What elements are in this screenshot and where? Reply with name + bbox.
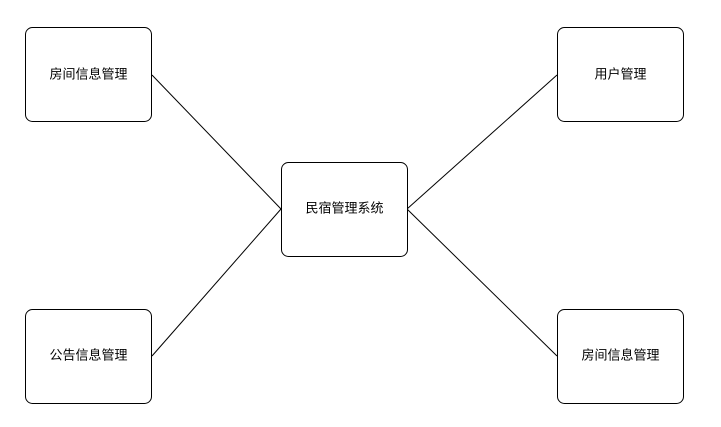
- node-label: 用户管理: [594, 67, 646, 83]
- node-label: 公告信息管理: [49, 348, 127, 364]
- node-announcement-management: 公告信息管理: [25, 309, 152, 404]
- edge-center-top-right: [406, 74, 558, 210]
- node-homestay-management-system: 民宿管理系统: [281, 162, 408, 257]
- node-label: 民宿管理系统: [305, 201, 383, 217]
- edge-center-top-left: [151, 74, 282, 210]
- node-label: 房间信息管理: [49, 67, 127, 83]
- node-user-management: 用户管理: [557, 27, 684, 122]
- node-room-info-management-left: 房间信息管理: [25, 27, 152, 122]
- node-label: 房间信息管理: [581, 348, 659, 364]
- node-room-info-management-right: 房间信息管理: [557, 309, 684, 404]
- edge-center-bottom-right: [406, 208, 558, 357]
- edge-center-bottom-left: [151, 208, 282, 357]
